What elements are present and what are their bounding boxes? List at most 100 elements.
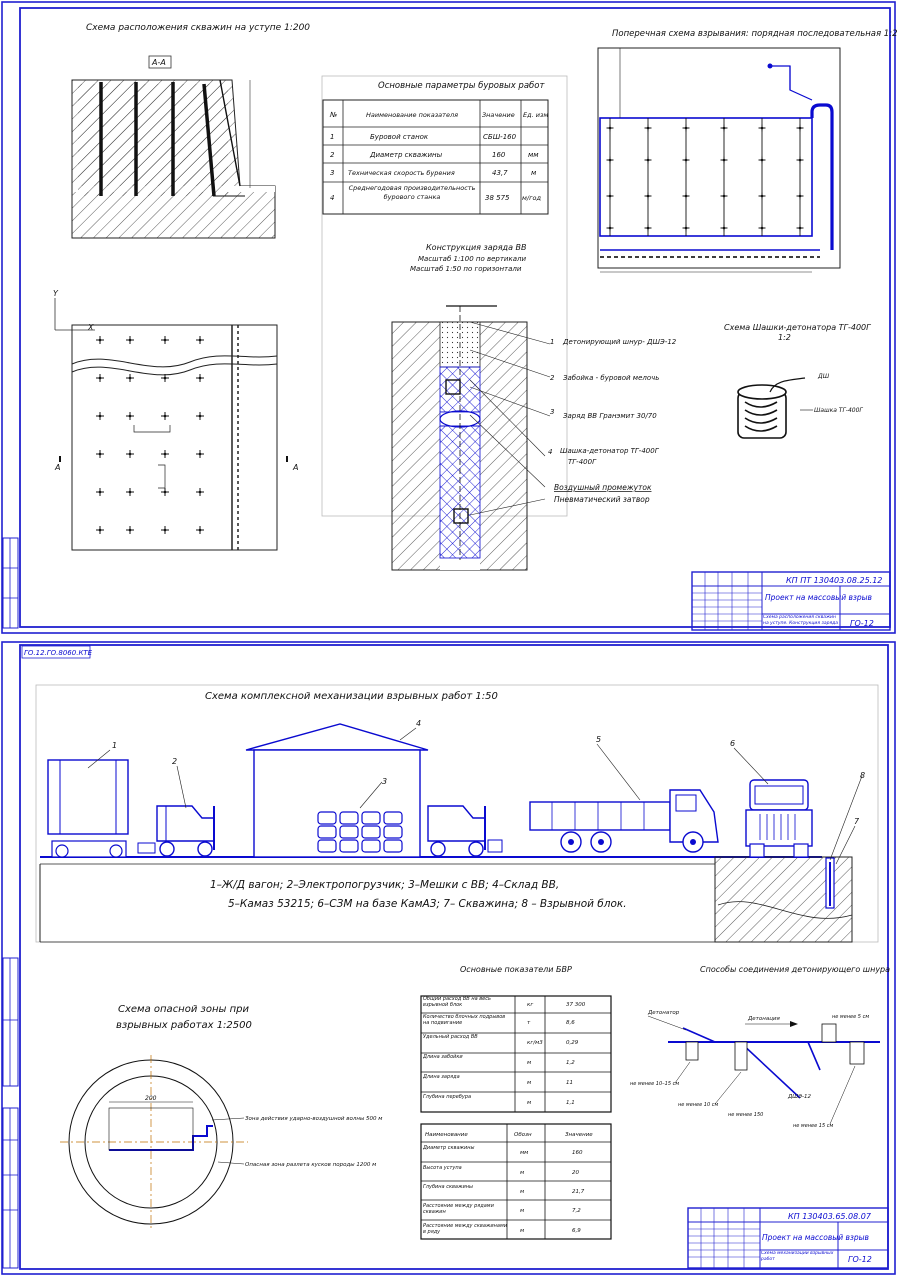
bag [383,825,403,839]
params-row-2: 2 Диаметр скважины 160 мм [330,151,539,159]
kamaz-truck [529,789,719,853]
bag [383,839,403,853]
ground-profile [39,856,853,943]
railway-wagon [47,759,129,858]
geometry-name: Высота уступа [423,1165,462,1171]
section-label-box [148,55,172,69]
hole-marker [682,124,690,132]
binding-strip-1 [2,537,19,629]
params-cell-wrap: Среднегодовая производительность буровог… [348,184,476,201]
params-cell: Буровой станок [370,133,429,141]
geometry-name: Глубина скважины [423,1184,473,1190]
params-cell: 2 [330,151,335,159]
cross-title: Поперечная схема взрывания: порядная пос… [612,29,897,39]
geometry-name-wrap: Высота уступа [423,1165,462,1171]
charge-callout-text: Забойка - буровой мелочь [563,374,659,382]
hole-marker [796,156,804,164]
callout-7: 7 [854,817,860,826]
hole-marker [644,124,652,132]
stamp-2-code: КП 130403.65.08.07 [788,1212,872,1221]
explosives-warehouse [245,723,429,858]
indicator-name-wrap: Длина забойки [423,1054,463,1060]
charge-callout-num: 1 [550,338,554,346]
params-cell: мм [528,151,539,159]
params-row-3: 3 Техническая скорость бурения 43,7 м [330,169,537,177]
sheet-1-border [1,1,896,634]
connection-label: Детонация [747,1016,781,1022]
geometry-value: 20 [572,1170,579,1176]
params-cell: 43,7 [492,169,508,177]
hole-marker [161,526,169,534]
geometry-unit: м [520,1208,524,1214]
indicator-name-wrap: Количество блочных подрывов на подвигани… [423,1014,505,1026]
indicator-unit: м [527,1060,531,1066]
callout-3: 3 [382,777,387,786]
params-cell: 4 [330,194,334,202]
connection-label: не менее 15 см [793,1123,833,1129]
hole-marker [644,224,652,232]
connection-label: не менее 10 см [678,1102,718,1108]
section-label: А-А [151,58,166,67]
geometry-name: Расстояние между рядами скважин [423,1203,494,1215]
bag [339,839,359,853]
charge-title: Конструкция заряда ВВ [426,243,527,252]
hole-marker [682,224,690,232]
mechanization-title: Схема комплексной механизации взрывных р… [205,690,498,702]
geometry-header: Наименование [425,1132,468,1138]
hole-marker [196,336,204,344]
hole-marker [126,450,134,458]
bag [339,811,359,825]
detonator-scale: 1:2 [778,333,791,342]
detonator-label: Шашка ТГ-400Г [814,407,863,414]
indicator-name: Длина заряда [423,1074,460,1080]
hole-marker [196,488,204,496]
bag [361,811,381,825]
bag [317,811,337,825]
charge-callout-num: 2 [550,374,555,382]
danger-dim: 200 [145,1095,157,1102]
electric-loader-1 [137,805,215,857]
indicator-unit: кг/м3 [527,1040,543,1046]
cross-blasting-scheme: Поперечная схема взрывания: порядная пос… [597,29,897,273]
hole-marker [758,124,766,132]
indicator-name-wrap: Глубина перебура [423,1094,472,1100]
connection-label: Детонатор [647,1010,680,1016]
indicator-name: Глубина перебура [423,1094,472,1100]
title-block-2: КП 130403.65.08.07 Проект на массовый вз… [687,1207,889,1269]
detcord-connection-scheme: Способы соединения детонирующего шнура Д… [630,965,890,1129]
geometry-name: Диаметр скважины [423,1145,475,1151]
indicator-value: 11 [566,1080,573,1086]
params-cell: м [531,169,537,177]
hole-marker [96,526,104,534]
charge-callout-num: 3 [550,408,554,416]
hole-marker [720,156,728,164]
hole-marker [606,224,614,232]
hole-marker [606,156,614,164]
indicator-value: 8,6 [566,1020,575,1026]
geometry-name-wrap: Диаметр скважины [423,1145,475,1151]
hole-marker [720,124,728,132]
params-cell: Диаметр скважины [369,151,443,159]
hole-marker [161,374,169,382]
hole-marker [126,336,134,344]
params-cell: м/год [522,194,541,202]
plan-hole-markers [96,336,204,534]
hole-marker [720,192,728,200]
indicator-value: 0,29 [566,1040,579,1046]
params-cell: СБШ-160 [483,133,517,141]
section-mark-left: А [54,463,60,472]
title-block-1: КП ПТ 130403.08.25.12 Проект на массовый… [691,571,891,631]
detonator-title: Схема Шашки-детонатора ТГ-400Г [724,323,871,332]
danger-title-2: взрывных работах 1:2500 [116,1019,252,1031]
geometry-table: Наименование Обозн Значение Диаметр сква… [420,1123,612,1240]
bag [317,825,337,839]
bag [383,811,403,825]
charge-callout-text: Воздушный промежуток [554,483,652,492]
params-cell: Среднегодовая производительность буровог… [348,184,476,201]
params-row-4: 4 Среднегодовая производительность буров… [330,184,541,202]
connection-title: Способы соединения детонирующего шнура [700,965,890,974]
hole-marker [644,192,652,200]
charge-callout-text: ТГ-400Г [568,458,597,466]
charge-construction: Конструкция заряда ВВ Масштаб 1:100 по в… [391,243,677,571]
